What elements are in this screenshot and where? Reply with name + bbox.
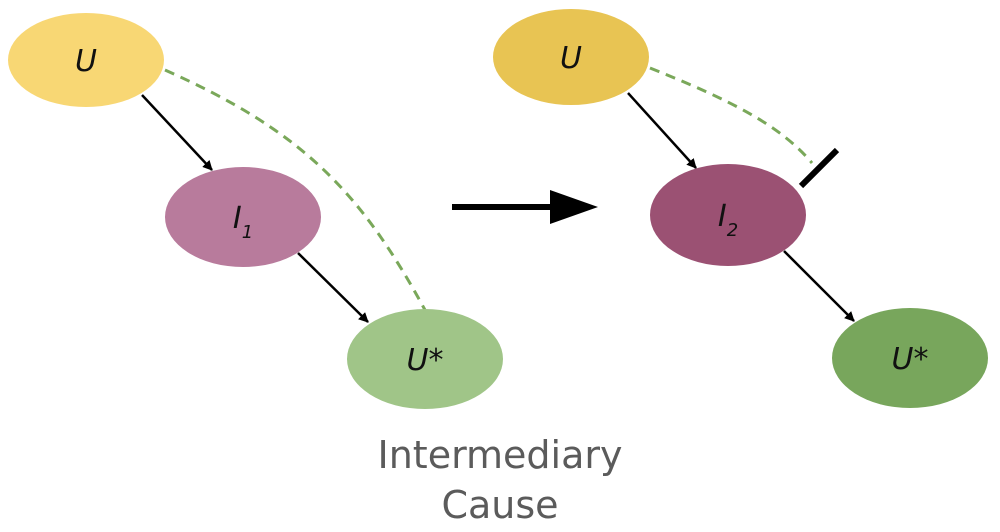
transform-arrow bbox=[452, 190, 598, 224]
right-blocking-bar bbox=[798, 147, 840, 189]
left-node-u bbox=[8, 13, 164, 107]
right-node-u-label: U bbox=[560, 41, 582, 76]
right-node-i2 bbox=[650, 164, 806, 266]
caption-line-1: Intermediary bbox=[377, 433, 623, 477]
left-node-u-label: U bbox=[75, 44, 97, 79]
caption: Intermediary Cause bbox=[300, 430, 700, 530]
left-edge-i1-to-ustar bbox=[297, 252, 369, 323]
left-node-ustar-label: U* bbox=[407, 343, 444, 378]
right-diagram: U I2 U* bbox=[493, 9, 988, 408]
right-edge-i2-to-ustar bbox=[783, 250, 855, 322]
left-node-i1-label: I1 bbox=[233, 201, 253, 243]
left-node-i1 bbox=[165, 167, 321, 267]
left-dashed-edge bbox=[164, 68, 427, 311]
left-node-ustar bbox=[347, 309, 503, 409]
right-node-i2-label: I2 bbox=[718, 199, 738, 241]
left-edge-u-to-i1 bbox=[141, 94, 213, 171]
right-node-ustar-label: U* bbox=[892, 342, 929, 377]
left-diagram: U I1 U* bbox=[8, 13, 503, 409]
right-edge-u-to-i2 bbox=[627, 92, 697, 169]
right-dashed-edge bbox=[649, 66, 814, 164]
caption-line-2: Cause bbox=[441, 483, 559, 527]
right-node-ustar bbox=[832, 308, 988, 408]
right-node-u bbox=[493, 9, 649, 105]
